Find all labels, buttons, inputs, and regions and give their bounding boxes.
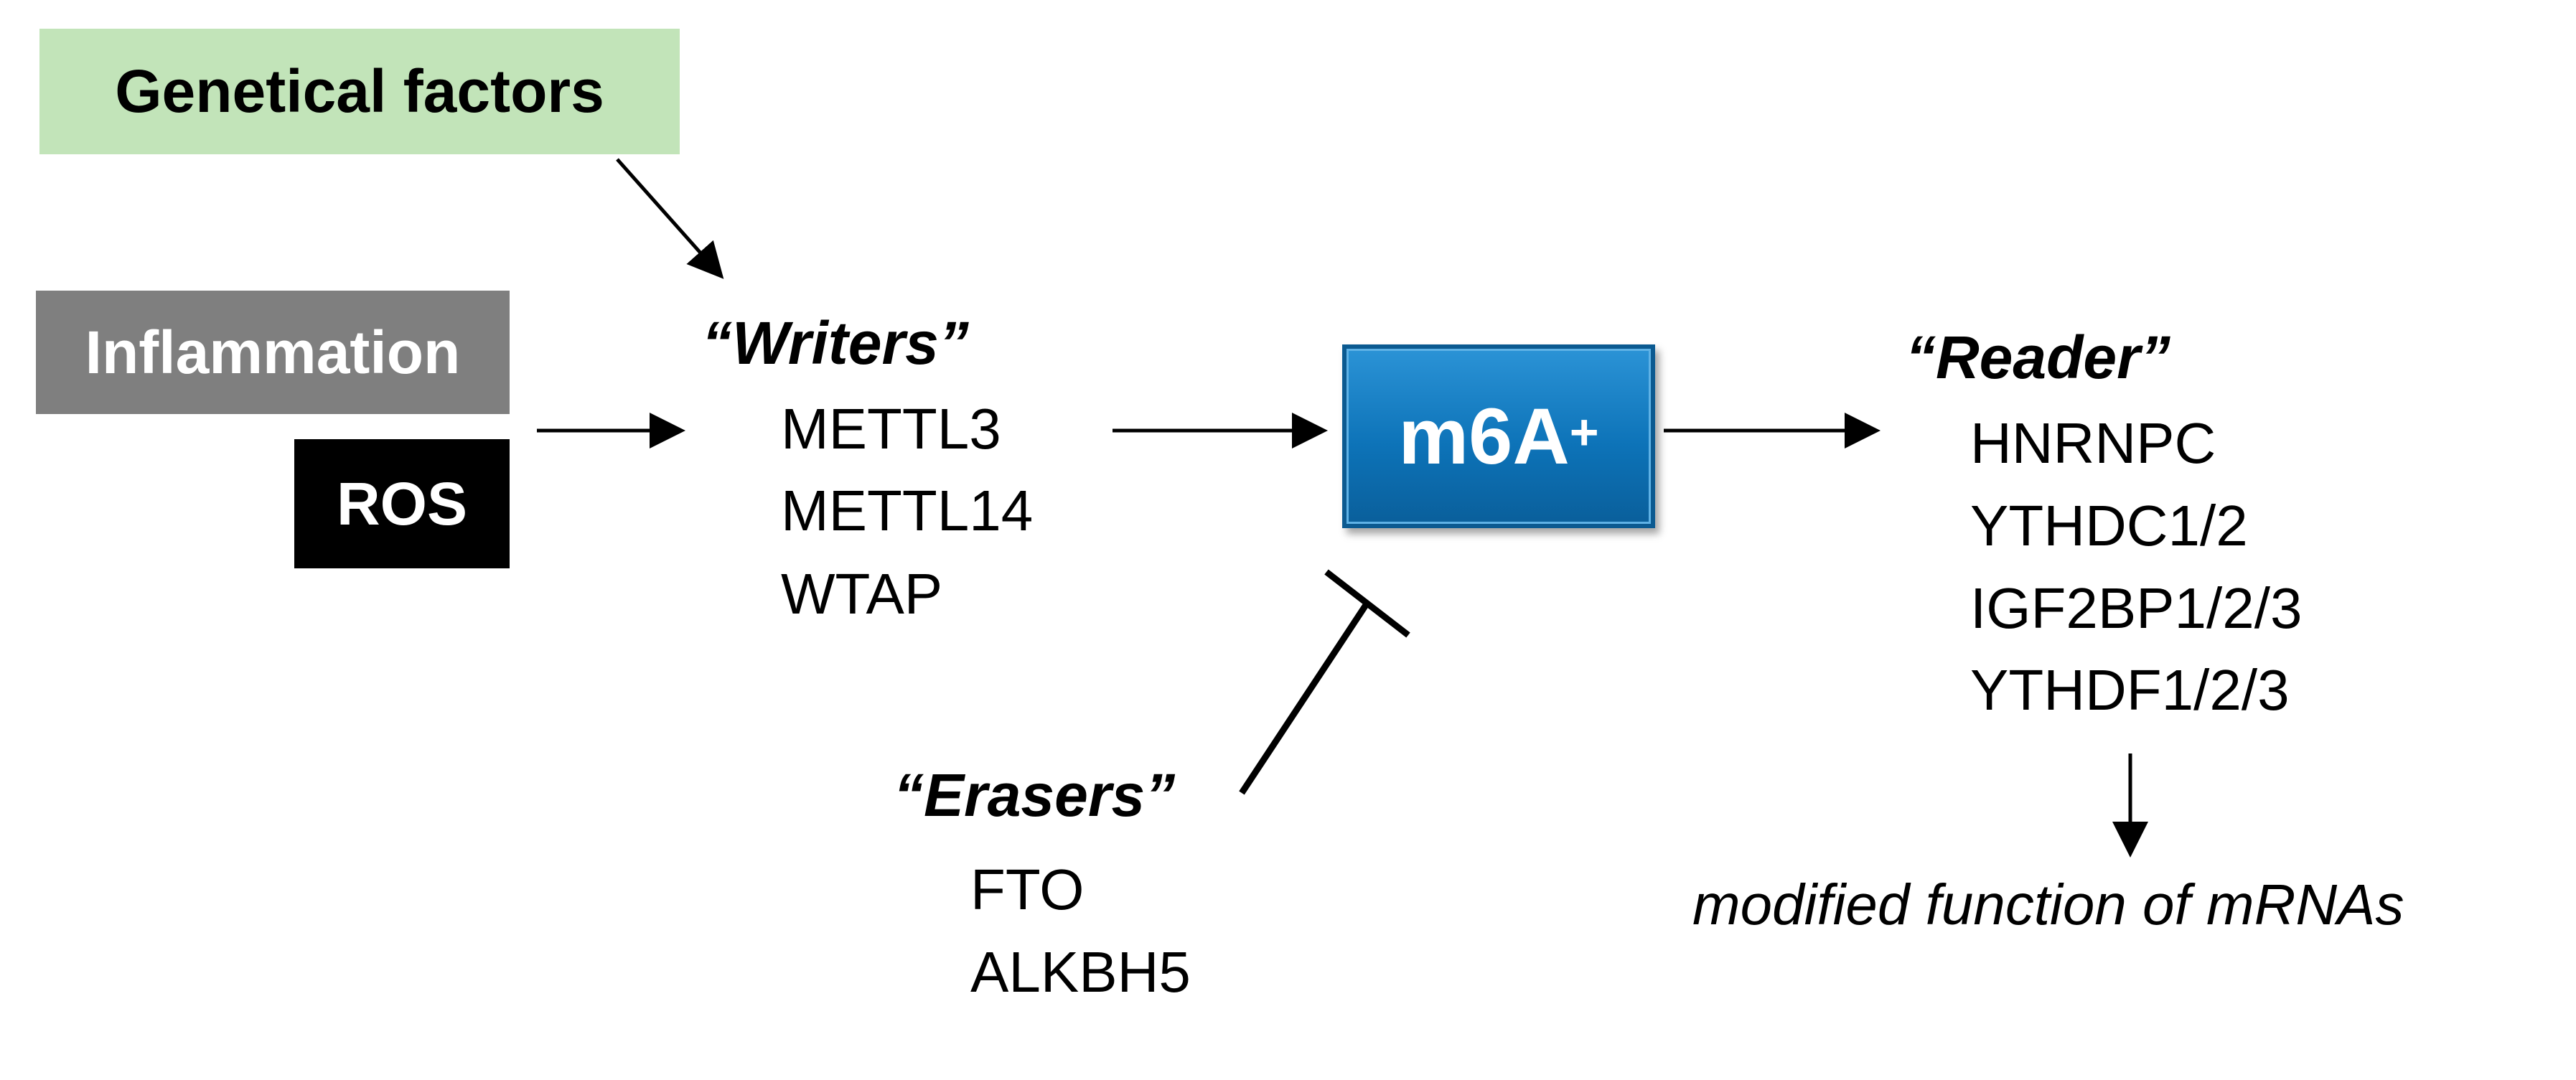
eraser-inhibition-line [1239, 569, 1410, 795]
genetical-factors-box: Genetical factors [39, 29, 680, 154]
inflammation-label: Inflammation [85, 318, 461, 386]
m6a-box: m6A+ [1342, 344, 1655, 528]
reader-item: IGF2BP1/2/3 [1970, 576, 2303, 640]
ros-box: ROS [294, 439, 510, 568]
eraser-item: ALKBH5 [970, 940, 1191, 1004]
genetical-to-writers-arrow [616, 158, 724, 279]
writer-item: METTL14 [781, 479, 1034, 543]
reader-item: YTHDF1/2/3 [1970, 658, 2290, 722]
writers-heading: “Writers” [702, 309, 969, 377]
m6a-label: m6A [1398, 392, 1570, 481]
reader-item: YTHDC1/2 [1970, 494, 2248, 558]
m6a-superscript: + [1569, 404, 1599, 460]
writer-item: WTAP [781, 562, 943, 626]
reader-heading: “Reader” [1906, 324, 2170, 391]
erasers-heading: “Erasers” [894, 761, 1176, 829]
ros-label: ROS [336, 469, 468, 537]
outcome-label: modified function of mRNAs [1692, 873, 2404, 936]
inflammation-box: Inflammation [36, 291, 510, 414]
eraser-item: FTO [970, 858, 1085, 921]
reader-item: HNRNPC [1970, 411, 2216, 475]
genetical-factors-label: Genetical factors [115, 57, 604, 125]
writer-item: METTL3 [781, 397, 1001, 461]
